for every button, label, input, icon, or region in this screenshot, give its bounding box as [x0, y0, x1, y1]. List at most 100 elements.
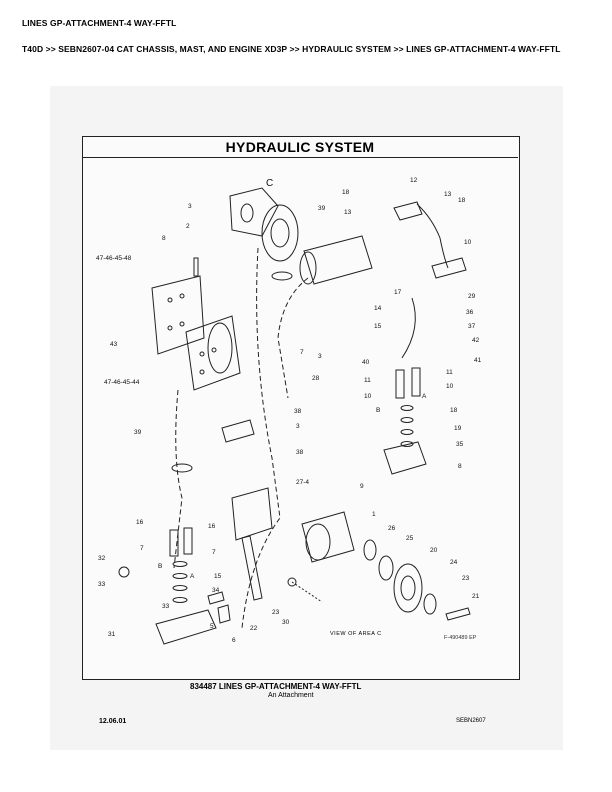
callout: 29	[468, 293, 476, 300]
callout: 20	[430, 547, 438, 554]
callout: 37	[468, 323, 476, 330]
callout: 47-46-45-48	[96, 255, 132, 262]
right-tube-11b	[411, 367, 421, 397]
figure-caption: 834487 LINES GP-ATTACHMENT-4 WAY-FFTL	[190, 682, 362, 691]
area-c-label: C	[266, 178, 273, 189]
diagram-frame	[82, 136, 520, 680]
right-fitting-10	[431, 257, 467, 279]
right-orings	[400, 405, 414, 447]
callout: 7	[140, 545, 144, 552]
callout: 18	[458, 197, 466, 204]
footer-date: 12.06.01	[99, 718, 127, 725]
callout: 31	[108, 631, 116, 638]
figure-reference: F-490489 EP	[444, 635, 477, 641]
callout: 7	[300, 349, 304, 356]
callout: 15	[374, 323, 382, 330]
callout: 1	[372, 511, 376, 518]
callout: 33	[98, 581, 106, 588]
callout: 32	[98, 555, 106, 562]
callout: 18	[342, 189, 350, 196]
callout: 3	[188, 203, 192, 210]
callout: 47-46-45-44	[104, 379, 140, 386]
callout: 2	[186, 223, 190, 230]
middle-bracket-38	[221, 419, 255, 443]
callout: 10	[364, 393, 372, 400]
hydraulic-exploded-diagram: C 3 2 8 47-46-45-48 43 47-46-45-44 39 38…	[96, 177, 482, 645]
washer-22	[287, 577, 297, 587]
callout: 41	[474, 357, 482, 364]
callout: 7	[212, 549, 216, 556]
callout: 38	[296, 449, 304, 456]
hose-middle	[241, 247, 281, 629]
callout: 23	[272, 609, 280, 616]
left-sheave	[207, 322, 233, 374]
callout: 11	[446, 369, 453, 376]
callout: 38	[294, 408, 302, 415]
callout: 3	[318, 353, 322, 360]
diagram-title-bar: HYDRAULIC SYSTEM	[82, 137, 518, 158]
clamp-ring-39-top	[271, 271, 293, 281]
fitting-34	[207, 591, 225, 605]
lower-manifold-31	[155, 609, 217, 645]
diagram-title: HYDRAULIC SYSTEM	[225, 139, 375, 155]
callout: 12	[410, 177, 418, 184]
callout: 9	[360, 483, 364, 490]
callout: 16	[136, 519, 144, 526]
cylinder-end	[299, 251, 317, 285]
clamp-ring-39-left	[171, 463, 193, 473]
area-c-bracket	[301, 511, 355, 563]
callout: 30	[282, 619, 290, 626]
callout: 16	[208, 523, 216, 530]
callout: 6	[232, 637, 236, 644]
bolt-21	[445, 607, 471, 621]
callout: 11	[364, 377, 371, 384]
plug-32	[118, 566, 130, 578]
top-bracket	[229, 187, 279, 237]
guard-arm	[241, 535, 263, 601]
callout: 21	[472, 593, 480, 600]
bolt-8	[193, 257, 199, 277]
callout: 40	[362, 359, 370, 366]
callout: B	[376, 407, 380, 414]
callout: 22	[250, 625, 258, 632]
lower-tube-a	[169, 529, 179, 557]
hose-left	[173, 389, 183, 569]
callout: 10	[446, 383, 454, 390]
upper-right-fitting	[393, 201, 423, 221]
breadcrumb[interactable]: T40D >> SEBN2607-04 CAT CHASSIS, MAST, A…	[22, 44, 561, 54]
callout: 34	[212, 587, 220, 594]
callout: 39	[134, 429, 142, 436]
callout: 14	[374, 305, 382, 312]
callout: 39	[318, 205, 326, 212]
washer-26	[363, 539, 377, 561]
lower-orings	[172, 561, 188, 603]
callout: 26	[388, 525, 396, 532]
callout: 28	[312, 375, 320, 382]
view-area-label: VIEW OF AREA C	[330, 631, 382, 637]
page-title: LINES GP-ATTACHMENT-4 WAY-FFTL	[22, 18, 177, 28]
callout: 23	[462, 575, 470, 582]
callout-labels: C 3 2 8 47-46-45-48 43 47-46-45-44 39 38…	[96, 177, 482, 644]
fitting-5	[217, 604, 231, 624]
washer-25	[378, 555, 394, 581]
area-c-sheave	[305, 523, 331, 561]
bracket-hole	[240, 203, 254, 223]
hose-upper-right	[416, 203, 449, 269]
callout: 25	[406, 535, 414, 542]
callout: 15	[214, 573, 222, 580]
footer-code: SEBN2607	[456, 718, 486, 724]
callout: 18	[450, 407, 458, 414]
callout: 36	[466, 309, 474, 316]
callout: 24	[450, 559, 458, 566]
callout: 19	[454, 425, 462, 432]
callout: 10	[464, 239, 472, 246]
top-sheave	[261, 204, 299, 262]
right-tube-11a	[395, 369, 405, 399]
callout: 43	[110, 341, 118, 348]
callout: 8	[162, 235, 166, 242]
plate-holes	[167, 293, 217, 375]
callout: A	[190, 573, 195, 580]
callout: 13	[344, 209, 352, 216]
callout: 35	[456, 441, 464, 448]
washer-24	[423, 593, 437, 615]
